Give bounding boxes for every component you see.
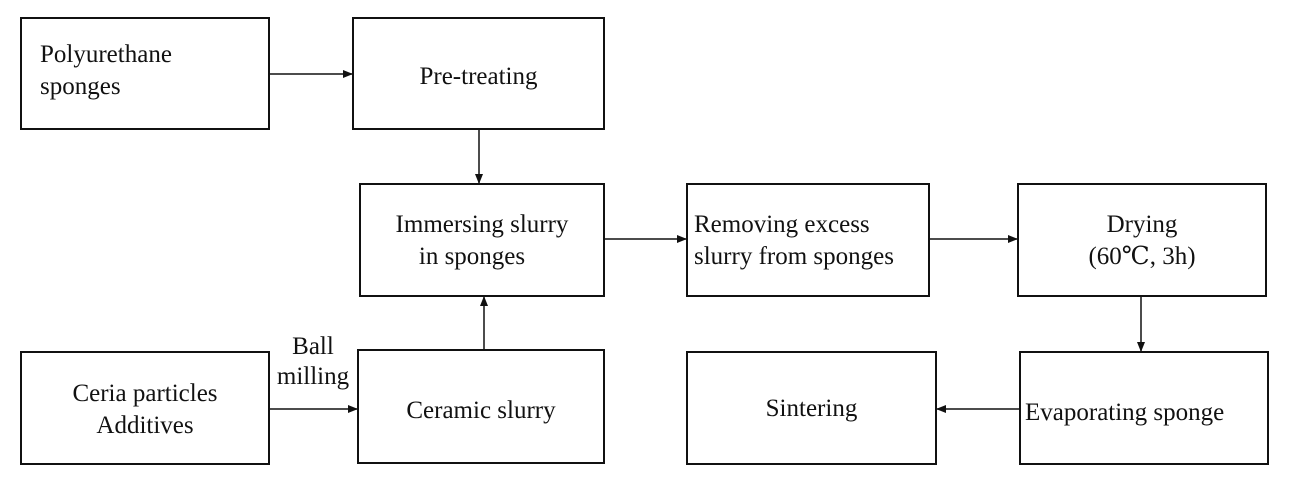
- box-ceria-particles: Ceria particles Additives: [20, 351, 270, 465]
- box-polyurethane-sponges: Polyurethane sponges: [20, 17, 270, 130]
- box-evaporating-sponge: Evaporating sponge: [1019, 351, 1269, 465]
- box-polyurethane-line1: Polyurethane: [40, 41, 172, 68]
- box-polyurethane-line2: sponges: [40, 73, 121, 100]
- box-ceramic-slurry: Ceramic slurry: [357, 349, 605, 464]
- box-removing-excess-slurry: Removing excess slurry from sponges: [686, 183, 930, 297]
- ball-milling-label: Ball milling: [267, 332, 359, 392]
- box-drying-line2: (60℃, 3h): [1088, 243, 1196, 270]
- box-ceria-line1: Ceria particles: [72, 380, 218, 407]
- box-drying-line1: Drying: [1106, 211, 1178, 238]
- box-removing-line1: Removing excess: [694, 211, 870, 238]
- box-drying: Drying (60℃, 3h): [1017, 183, 1267, 297]
- box-evaporating-label: Evaporating sponge: [1025, 399, 1225, 426]
- ball-milling-line1: Ball: [292, 333, 334, 360]
- box-sintering: Sintering: [686, 351, 937, 465]
- box-pretreating-label: Pre-treating: [419, 63, 538, 90]
- box-ceria-line2: Additives: [96, 412, 194, 439]
- box-pretreating: Pre-treating: [352, 17, 605, 130]
- box-sintering-label: Sintering: [765, 395, 858, 422]
- ball-milling-line2: milling: [276, 363, 350, 390]
- box-immersing-slurry: Immersing slurry in sponges: [359, 183, 605, 297]
- box-immersing-line2: in sponges: [418, 243, 526, 270]
- box-removing-line2: slurry from sponges: [694, 243, 894, 270]
- box-ceramic-label: Ceramic slurry: [406, 397, 556, 424]
- box-immersing-line1: Immersing slurry: [395, 211, 569, 238]
